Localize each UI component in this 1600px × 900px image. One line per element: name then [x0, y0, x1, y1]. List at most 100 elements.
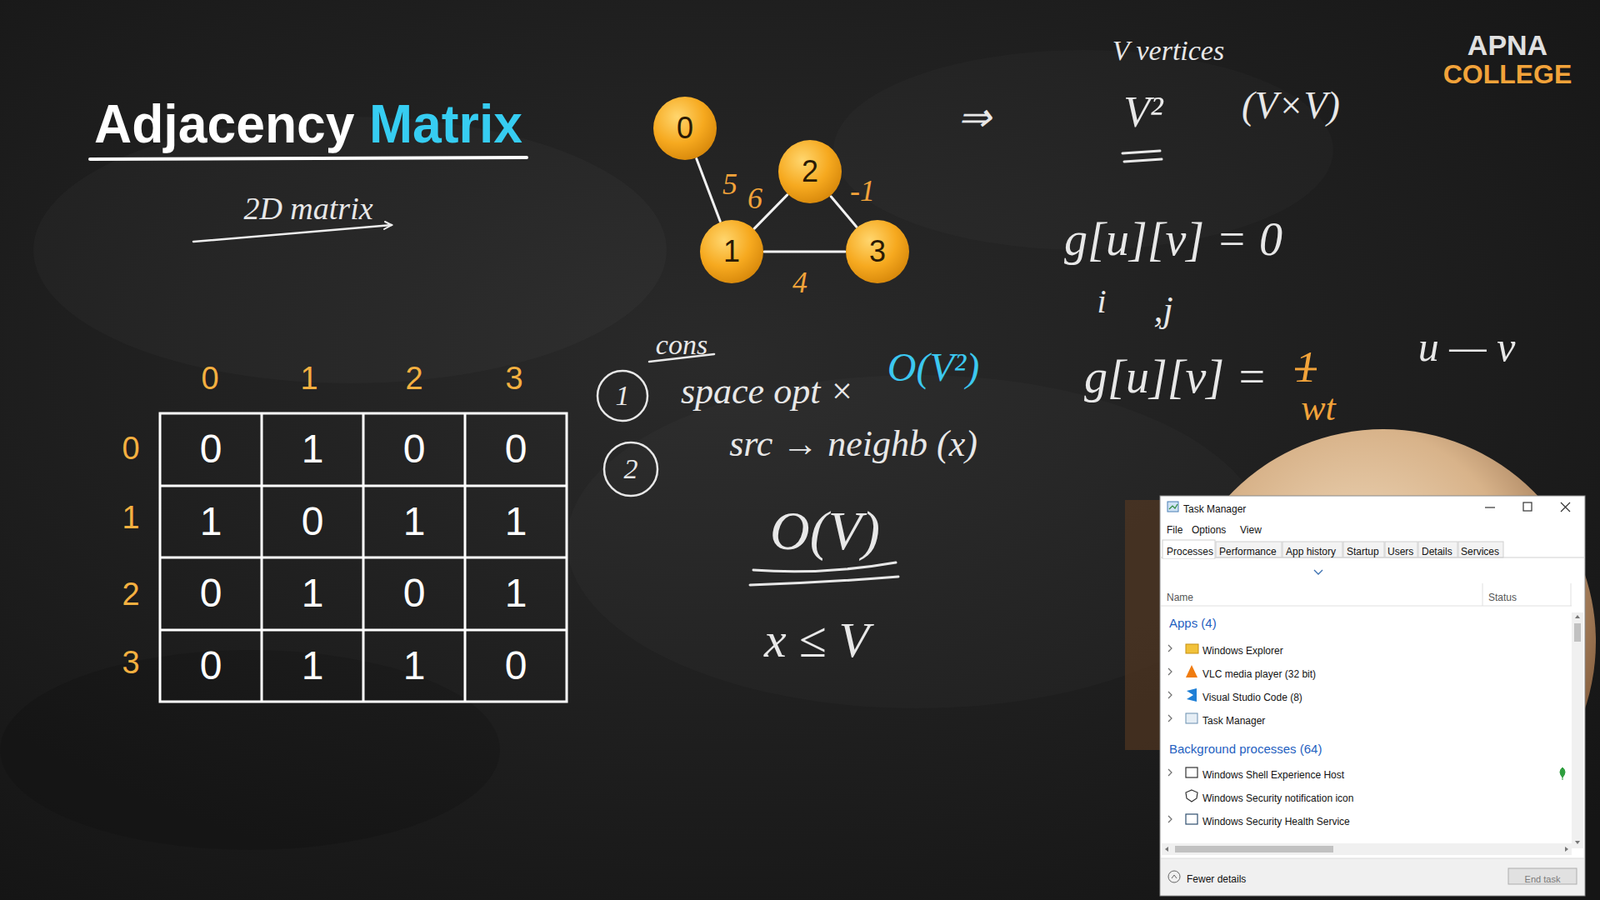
- chalk-underline: [90, 150, 1162, 585]
- tab-label: Performance: [1219, 546, 1277, 558]
- task-manager-window-part: [1485, 506, 1495, 508]
- tab-label: Processes: [1166, 546, 1214, 558]
- matrix-grid-part: [160, 629, 567, 632]
- matrix-cell: 0: [200, 571, 223, 616]
- chalk-circle-part: [597, 370, 648, 421]
- task-manager-window-part: [1575, 615, 1580, 619]
- task-manager-window-part: [1168, 870, 1180, 883]
- task-manager-window: [1160, 495, 1585, 896]
- edge-weight: 4: [792, 266, 808, 300]
- task-manager-window-part: [1560, 767, 1565, 780]
- tab-label: App history: [1285, 546, 1336, 558]
- task-manager-window-part: [1161, 843, 1572, 855]
- task-manager-window-part: [1185, 665, 1198, 678]
- tab-label: Startup: [1346, 546, 1380, 558]
- task-manager-window-part-part: [1168, 769, 1172, 776]
- callout-number: 1: [615, 380, 630, 411]
- chalk-note: ,j: [1153, 290, 1173, 330]
- task-manager-window-part-part: [1215, 541, 1282, 558]
- graph-edge: [696, 158, 720, 221]
- task-manager-window-part-part: [1418, 541, 1458, 558]
- chalk-underline-part: [384, 221, 392, 230]
- struck-value: 1: [1295, 343, 1317, 391]
- task-manager-window-part: [1185, 814, 1198, 825]
- slide-title: Adjacency Matrix: [94, 95, 523, 154]
- process-name: Windows Security notification icon: [1202, 793, 1354, 805]
- chalk-note: (V×V): [1241, 85, 1340, 128]
- task-manager-window-part: [1186, 688, 1197, 702]
- task-manager-window-part: [1571, 612, 1584, 849]
- matrix-header: 2: [121, 577, 140, 613]
- process-name: Visual Studio Code (8): [1202, 692, 1303, 704]
- chalk-underline-part: [90, 157, 527, 160]
- matrix-cell: 1: [403, 500, 426, 545]
- board-ground-part: [33, 116, 667, 384]
- chalk-arrow: ⇒: [957, 95, 991, 140]
- tab-label: Details: [1421, 546, 1453, 558]
- matrix-grid-part: [160, 413, 567, 702]
- task-manager-window-part: [1575, 840, 1580, 845]
- task-manager-window-part: [1165, 846, 1169, 852]
- logo-text: APNA: [1467, 30, 1548, 61]
- task-manager-window-part: [1185, 767, 1198, 778]
- task-manager-window-part: [1560, 502, 1570, 512]
- tab-label: Users: [1387, 546, 1414, 558]
- process-name: Windows Explorer: [1202, 645, 1284, 657]
- chalk-note: V²: [1123, 88, 1163, 136]
- process-name: Windows Security Health Service: [1202, 816, 1350, 828]
- menu-item: Options: [1191, 525, 1226, 536]
- task-manager-window-part: [1160, 605, 1572, 607]
- matrix-cell: 0: [301, 500, 325, 545]
- task-manager-window-part-part: [1343, 541, 1385, 558]
- button-label: End task: [1525, 874, 1561, 885]
- vertex-fill: [778, 140, 842, 204]
- edge-weight: 5: [722, 168, 738, 202]
- vertex-circle: 0: [652, 95, 718, 161]
- matrix-header: 1: [300, 361, 318, 397]
- task-manager-window-part-part: [1168, 815, 1172, 823]
- logo-text: COLLEGE: [1443, 60, 1573, 90]
- task-manager-window-part: [1570, 583, 1572, 606]
- chalk-note: u — v: [1418, 324, 1516, 370]
- matrix-cell: 0: [200, 644, 223, 689]
- matrix-cell: 1: [301, 571, 325, 616]
- matrix-header: 2: [405, 361, 423, 397]
- task-manager-window-part: [1574, 623, 1581, 642]
- matrix-cell: 0: [403, 571, 426, 616]
- vertex-number: 2: [801, 155, 819, 189]
- group-heading: Background processes (64): [1169, 742, 1322, 757]
- task-manager-window-part: [1168, 645, 1172, 823]
- graph-edge: [764, 250, 845, 254]
- chalk-formula: g[u][v] =: [1084, 351, 1268, 404]
- vertex-fill: [653, 96, 717, 160]
- column-header: Status: [1488, 592, 1517, 604]
- task-manager-window-part-part: [1168, 715, 1172, 722]
- task-manager-window-part-part: [1282, 541, 1343, 558]
- chalk-note: space opt ×: [680, 371, 855, 412]
- task-manager-window-part: [1185, 644, 1199, 654]
- edge-weight: -1: [850, 175, 875, 209]
- task-manager-window-part: [1171, 875, 1177, 879]
- task-manager-window-part-part: [1168, 645, 1172, 652]
- chalk-formula: O(V): [770, 500, 880, 562]
- chalk-formula: x ≤ V: [764, 612, 870, 668]
- vertex-fill: [845, 220, 910, 284]
- matrix-cell: 0: [505, 427, 528, 472]
- chalk-formula: O(V²): [887, 345, 980, 390]
- vertex-number: 0: [676, 111, 694, 145]
- task-manager-window-part: [1160, 858, 1585, 860]
- chalk-note: cons: [655, 329, 708, 360]
- chalk-formula: g[u][v] = 0: [1064, 214, 1283, 266]
- task-manager-window-part: [1523, 502, 1532, 511]
- task-manager-window-part-part: [1168, 668, 1172, 675]
- task-manager-window-part: [1508, 868, 1577, 885]
- matrix-header: 1: [121, 500, 140, 536]
- process-name: Windows Shell Experience Host: [1202, 770, 1345, 781]
- task-manager-window-part: [1185, 713, 1198, 724]
- chalk-note: 2D matrix: [243, 191, 373, 227]
- vertex-circle: 2: [777, 139, 843, 205]
- vertex-number: 3: [869, 235, 886, 269]
- window-title: Task Manager: [1183, 504, 1246, 515]
